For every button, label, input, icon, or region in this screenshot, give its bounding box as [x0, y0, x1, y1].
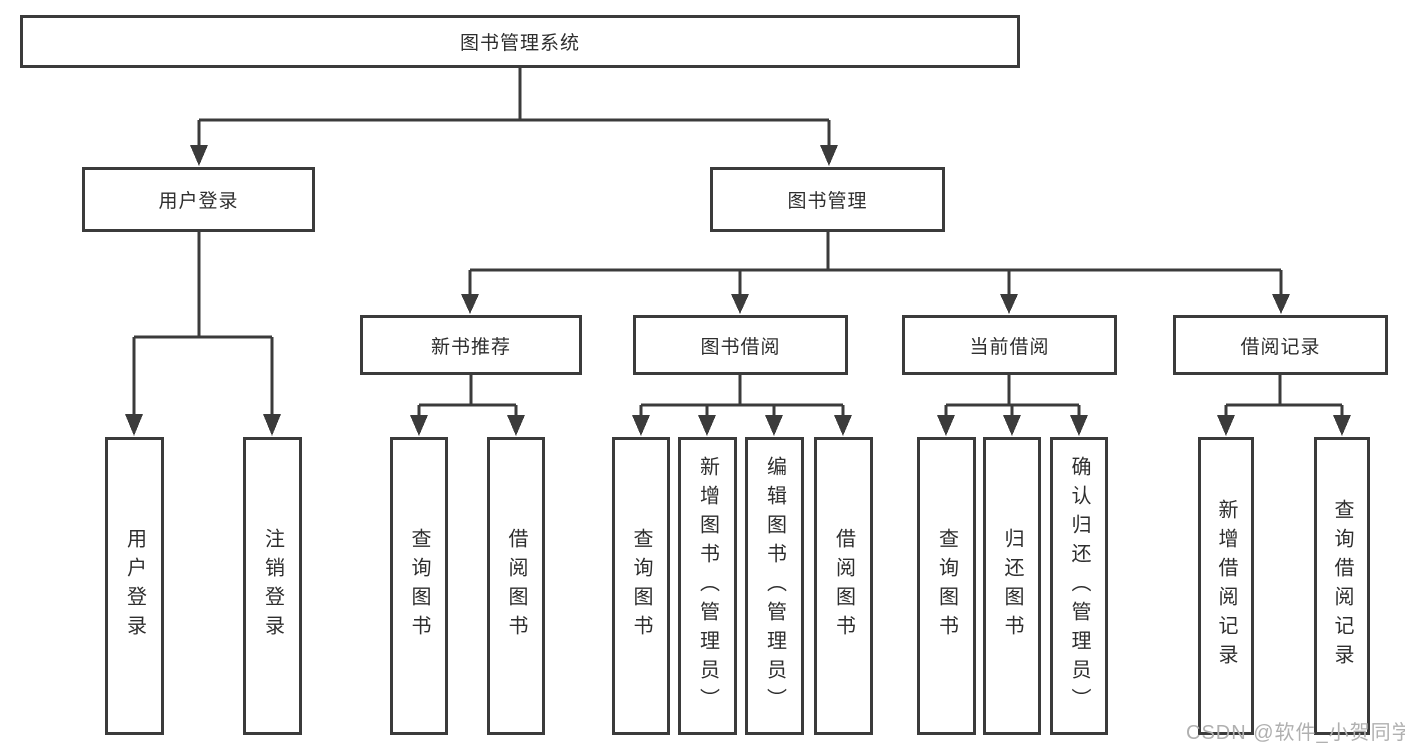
node-group-borrowing-records-label: 借阅记录 [1240, 336, 1321, 358]
node-leaf-query-borrow-record-label: 查询借阅记录 [1331, 499, 1353, 673]
csdn-watermark: CSDN @软件_小贺同学 [1186, 722, 1405, 744]
node-leaf-edit-books-admin-label: 编辑图书（管理员） [763, 455, 786, 717]
node-leaf-logout-label: 注销登录 [261, 528, 284, 644]
node-leaf-user-login-label: 用户登录 [123, 528, 146, 644]
node-group-book-borrowing: 图书借阅 [633, 315, 848, 375]
node-leaf-query-books-recommend-label: 查询图书 [408, 528, 430, 644]
node-leaf-query-books-current-label: 查询图书 [935, 528, 958, 644]
node-leaf-add-books-admin-label: 新增图书（管理员） [696, 455, 719, 717]
node-group-new-book-recommend: 新书推荐 [360, 315, 582, 375]
node-leaf-borrow-books-recommend-label: 借阅图书 [505, 528, 527, 644]
node-group-new-book-recommend-label: 新书推荐 [430, 336, 511, 358]
node-leaf-add-borrow-record: 新增借阅记录 [1198, 437, 1254, 735]
node-user-login: 用户登录 [82, 167, 315, 232]
node-user-login-label: 用户登录 [158, 191, 239, 212]
node-leaf-return-books: 归还图书 [983, 437, 1041, 735]
node-leaf-query-books-borrowing-label: 查询图书 [630, 528, 652, 644]
node-leaf-add-borrow-record-label: 新增借阅记录 [1215, 499, 1237, 673]
node-leaf-query-borrow-record: 查询借阅记录 [1314, 437, 1370, 735]
node-group-current-borrowing-label: 当前借阅 [969, 336, 1050, 358]
node-group-current-borrowing: 当前借阅 [902, 315, 1117, 375]
node-book-management: 图书管理 [710, 167, 945, 232]
node-root-label: 图书管理系统 [459, 33, 580, 54]
node-leaf-borrow-books-recommend: 借阅图书 [487, 437, 545, 735]
node-leaf-query-books-current: 查询图书 [917, 437, 976, 735]
node-leaf-edit-books-admin: 编辑图书（管理员） [745, 437, 804, 735]
node-group-borrowing-records: 借阅记录 [1173, 315, 1388, 375]
node-leaf-borrow-books-label: 借阅图书 [832, 528, 855, 644]
node-root: 图书管理系统 [20, 15, 1020, 68]
node-leaf-user-login: 用户登录 [105, 437, 164, 735]
node-leaf-logout: 注销登录 [243, 437, 302, 735]
node-leaf-borrow-books: 借阅图书 [814, 437, 873, 735]
node-leaf-confirm-return-admin-label: 确认归还（管理员） [1068, 455, 1090, 717]
node-leaf-query-books-borrowing: 查询图书 [612, 437, 670, 735]
node-leaf-confirm-return-admin: 确认归还（管理员） [1050, 437, 1108, 735]
node-book-management-label: 图书管理 [787, 191, 868, 212]
node-leaf-return-books-label: 归还图书 [1001, 528, 1023, 644]
node-group-book-borrowing-label: 图书借阅 [700, 336, 781, 358]
node-leaf-query-books-recommend: 查询图书 [390, 437, 448, 735]
node-leaf-add-books-admin: 新增图书（管理员） [678, 437, 737, 735]
